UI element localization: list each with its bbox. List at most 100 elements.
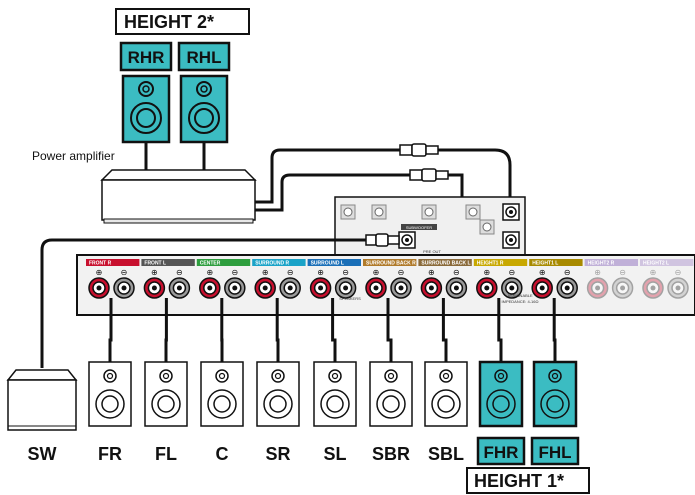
receiver-preout-panel: SUBWOOFER PRE OUT: [334, 196, 526, 256]
floor-speaker: [200, 361, 244, 427]
svg-text:⊕: ⊕: [483, 268, 490, 277]
power-amplifier: [100, 169, 257, 224]
assignable-label: ASSIGNABLE: [507, 293, 533, 298]
terminal-positive[interactable]: ⊕: [531, 268, 553, 299]
section-bar: [141, 259, 195, 266]
preout-label: PRE OUT: [423, 249, 441, 254]
terminal-positive[interactable]: ⊕: [143, 268, 166, 299]
terminal-positive[interactable]: ⊕: [586, 268, 609, 299]
speaker-wire: [552, 298, 557, 362]
subwoofer-cable: [40, 233, 400, 368]
terminal-negative[interactable]: ⊖: [445, 268, 468, 299]
speaker-labels: SW FR FL C SR SL SBR SBL FHR FHL HEIGHT …: [28, 436, 590, 494]
terminal-negative[interactable]: ⊖: [611, 268, 634, 299]
section-bar: [252, 259, 306, 266]
section-label: HEIGHT2 L: [643, 261, 669, 267]
label-sbr: SBR: [372, 444, 410, 464]
impedance-label: IMPEDANCE: 4-16Ω: [502, 299, 539, 304]
speaker-wire: [275, 298, 280, 362]
terminal-negative[interactable]: ⊖: [334, 268, 357, 299]
section-label: SURROUND L: [311, 261, 344, 267]
speaker-wire: [441, 298, 448, 362]
fhl-label: FHL: [538, 443, 571, 462]
power-amplifier-label: Power amplifier: [32, 149, 115, 163]
svg-text:⊕: ⊕: [96, 268, 103, 277]
terminal-positive[interactable]: ⊕: [476, 268, 498, 299]
terminal-positive[interactable]: ⊕: [199, 268, 221, 299]
svg-text:⊖: ⊖: [231, 268, 238, 277]
terminal-negative[interactable]: ⊖: [390, 268, 412, 299]
section-label: CENTER: [200, 261, 221, 267]
section-label: HEIGHT1 L: [532, 261, 558, 267]
label-fr: FR: [98, 444, 122, 464]
svg-text:⊕: ⊕: [262, 268, 269, 277]
svg-text:⊖: ⊖: [342, 268, 349, 277]
section-label: SURROUND BACK L: [421, 261, 470, 267]
label-c: C: [216, 444, 229, 464]
svg-text:⊕: ⊕: [539, 268, 546, 277]
fhl-label-box: [530, 436, 580, 466]
rhr-label: RHR: [128, 48, 165, 67]
svg-text:⊖: ⊖: [564, 268, 571, 277]
svg-text:⊖: ⊖: [453, 268, 460, 277]
section-bar: [363, 259, 417, 266]
speaker-wires: [108, 298, 557, 362]
height1-title: HEIGHT 1*: [474, 471, 564, 491]
speaker-wire: [386, 298, 393, 362]
section-bar: [584, 259, 638, 266]
svg-text:⊖: ⊖: [176, 268, 183, 277]
section-bar: [196, 259, 251, 266]
height2-group: HEIGHT 2* RHR RHL: [115, 8, 250, 170]
section-bar: [473, 259, 528, 266]
rhl-label: RHL: [187, 48, 222, 67]
fhr-label: FHR: [484, 443, 519, 462]
height1-speaker: [532, 360, 578, 428]
svg-text:⊖: ⊖: [287, 268, 294, 277]
subwoofer-jack-label: SUBWOOFER: [406, 225, 432, 230]
svg-text:⊕: ⊕: [428, 268, 435, 277]
terminal-positive[interactable]: ⊕: [420, 268, 443, 299]
svg-text:⊖: ⊖: [508, 268, 515, 277]
speaker-wire: [331, 298, 337, 362]
speakers-label: SPEAKERS: [339, 296, 361, 301]
section-bar: [418, 259, 472, 266]
label-sl: SL: [323, 444, 346, 464]
speaker-wire: [108, 298, 113, 362]
rhl-speaker: [179, 74, 229, 144]
terminal-negative[interactable]: ⊖: [279, 268, 301, 299]
section-bar: [86, 259, 140, 266]
svg-text:⊕: ⊕: [373, 268, 380, 277]
rhr-label-box: [119, 41, 173, 72]
label-sbl: SBL: [428, 444, 464, 464]
floor-speaker: [144, 361, 188, 427]
section-bar: [640, 259, 694, 266]
terminal-negative[interactable]: ⊖: [501, 268, 523, 299]
terminal-negative[interactable]: ⊖: [113, 268, 135, 299]
svg-text:⊖: ⊖: [675, 268, 682, 277]
svg-text:⊕: ⊕: [151, 268, 158, 277]
section-bar: [529, 259, 583, 266]
subwoofer: [6, 369, 78, 431]
svg-text:⊕: ⊕: [594, 268, 601, 277]
fhr-label-box: [476, 436, 526, 466]
floor-speaker: [313, 361, 357, 427]
terminal-positive[interactable]: ⊕: [309, 268, 332, 299]
floor-speaker: [369, 361, 413, 427]
terminal-positive[interactable]: ⊕: [88, 268, 110, 299]
section-label: FRONT R: [89, 261, 112, 267]
terminal-negative[interactable]: ⊖: [224, 268, 246, 299]
terminal-negative[interactable]: ⊖: [667, 268, 689, 299]
height2-title-box: [115, 8, 250, 35]
terminal-positive[interactable]: ⊕: [642, 268, 664, 299]
floor-speaker: [424, 361, 468, 427]
terminal-positive[interactable]: ⊕: [254, 268, 276, 299]
terminal-positive[interactable]: ⊕: [365, 268, 387, 299]
terminal-negative[interactable]: ⊖: [556, 268, 578, 299]
rca-plugs: [399, 143, 449, 182]
svg-text:⊕: ⊕: [317, 268, 324, 277]
section-label: FRONT L: [144, 261, 166, 267]
terminal-negative[interactable]: ⊖: [168, 268, 191, 299]
speaker-wire: [497, 298, 503, 362]
label-sr: SR: [265, 444, 290, 464]
